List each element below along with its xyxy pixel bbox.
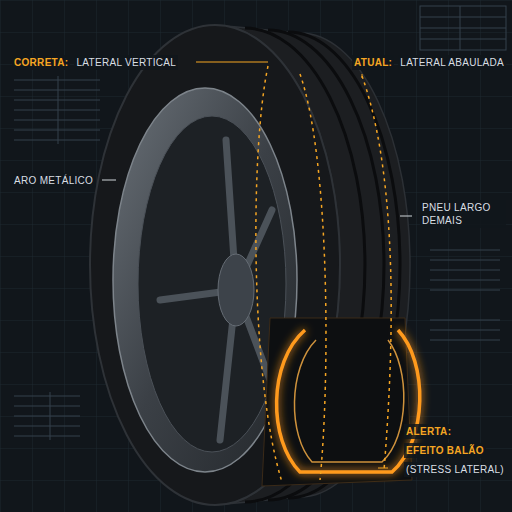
label-group: ATUAL: LATERAL ABAULADA [352,55,506,70]
label-group: CORRETA: LATERAL VERTICAL [12,55,178,70]
cutaway [262,318,412,486]
callout-label: CORRETA: [12,55,70,70]
callout-label: (STRESS LATERAL) [404,462,506,477]
callout-label: ATUAL: [352,55,394,70]
inner-bulge [294,340,403,462]
spokes [160,140,272,440]
leader-lines [102,62,412,468]
label-group: PNEU LARGO DEMAIS [420,200,506,228]
rim-well [138,116,286,452]
callout-label: ARO METÁLICO [12,173,95,188]
callout-label: PNEU LARGO DEMAIS [420,200,506,228]
callout-label: EFEITO BALÃO [404,443,486,458]
hub [218,254,254,326]
callout-label: LATERAL ABAULADA [398,55,506,70]
callout-label: ALERTA: [404,424,453,439]
callout-label: LATERAL VERTICAL [74,55,178,70]
guide-lines [256,66,391,482]
label-group: ALERTA: EFEITO BALÃO (STRESS LATERAL) [404,424,506,477]
label-group: ARO METÁLICO [12,173,95,188]
balloon-bulge [277,330,420,472]
